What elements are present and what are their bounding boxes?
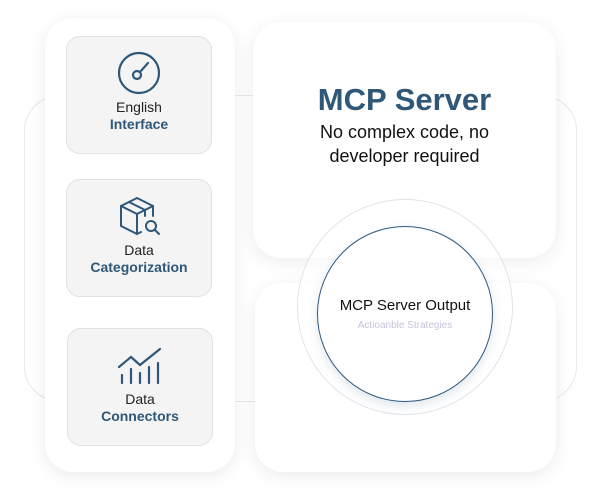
feature-data-categorization: Data Categorization xyxy=(66,179,212,297)
feature-line2: Connectors xyxy=(101,408,179,424)
box-search-icon xyxy=(120,197,160,235)
feature-line1: Data xyxy=(125,391,155,407)
output-title: MCP Server Output xyxy=(339,297,471,314)
feature-line2: Interface xyxy=(109,116,169,132)
gauge-icon xyxy=(117,51,161,95)
feature-data-connectors: Data Connectors xyxy=(67,328,213,446)
subtitle-line1: No complex code, no xyxy=(319,122,490,142)
chart-growth-icon xyxy=(117,347,162,385)
page-title: MCP Server xyxy=(317,82,492,117)
feature-english-interface: English Interface xyxy=(66,36,212,154)
feature-line2: Categorization xyxy=(90,259,188,275)
subtitle: No complex code, no developer required xyxy=(253,120,556,168)
output-circle: MCP Server Output Actioanble Strategies xyxy=(317,226,493,402)
feature-line1: Data xyxy=(124,242,154,258)
features-panel: English Interface Data Categorization Da… xyxy=(45,18,235,472)
subtitle-line2: developer required xyxy=(329,146,480,166)
feature-line1: English xyxy=(116,99,162,115)
output-subtitle: Actioanble Strategies xyxy=(357,320,453,331)
